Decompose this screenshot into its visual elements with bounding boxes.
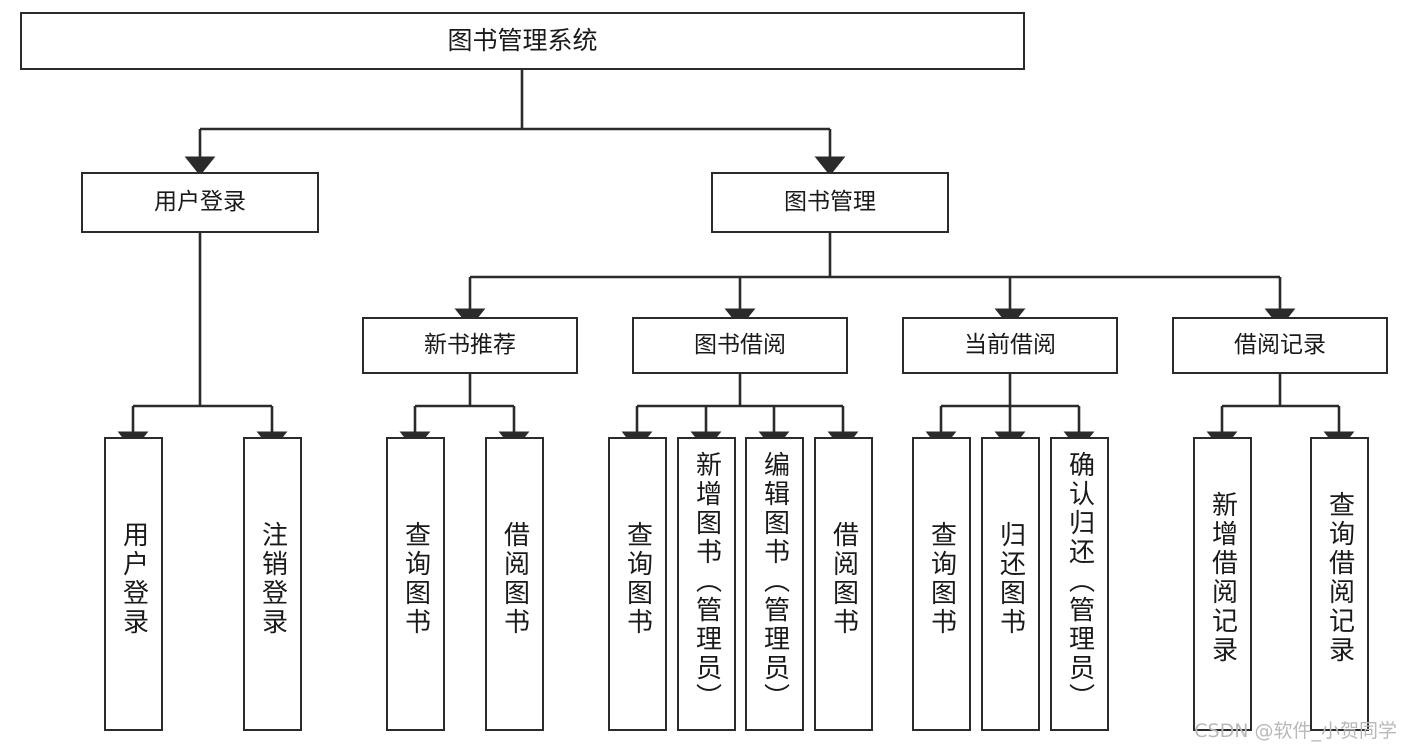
node-label: 查询图书	[622, 521, 653, 637]
node-label: 借阅图书	[499, 521, 530, 637]
leaf-query-book-recommend[interactable]: 查询图书	[386, 437, 445, 731]
leaf-user-login[interactable]: 用户登录	[104, 437, 163, 731]
node-new-book-recommend[interactable]: 新书推荐	[362, 317, 578, 374]
leaf-add-book-admin[interactable]: 新增图书（管理员）	[677, 437, 736, 731]
node-book-borrow[interactable]: 图书借阅	[632, 317, 848, 374]
node-label: 用户登录	[154, 188, 246, 215]
node-label: 查询图书	[926, 521, 957, 637]
leaf-borrow-book-recommend[interactable]: 借阅图书	[485, 437, 544, 731]
node-label: 确认归还（管理员）	[1064, 451, 1095, 712]
node-label: 用户登录	[118, 521, 149, 637]
node-label: 新增借阅记录	[1207, 491, 1238, 665]
leaf-add-borrow-record[interactable]: 新增借阅记录	[1193, 437, 1252, 731]
node-label: 图书管理系统	[447, 26, 598, 56]
leaf-return-book[interactable]: 归还图书	[981, 437, 1040, 731]
node-label: 查询图书	[400, 521, 431, 637]
node-label: 新书推荐	[424, 331, 516, 358]
leaf-query-book-borrow[interactable]: 查询图书	[608, 437, 667, 731]
node-label: 编辑图书（管理员）	[759, 451, 790, 712]
leaf-query-book-current[interactable]: 查询图书	[912, 437, 971, 731]
node-borrow-record[interactable]: 借阅记录	[1172, 317, 1388, 374]
leaf-confirm-return-admin[interactable]: 确认归还（管理员）	[1050, 437, 1109, 731]
node-label: 借阅记录	[1234, 331, 1326, 358]
node-label: 图书管理	[784, 188, 876, 215]
node-label: 当前借阅	[964, 331, 1056, 358]
node-user-login[interactable]: 用户登录	[81, 172, 319, 233]
node-label: 借阅图书	[828, 521, 859, 637]
node-label: 新增图书（管理员）	[691, 451, 722, 712]
leaf-borrow-book[interactable]: 借阅图书	[814, 437, 873, 731]
node-root-book-management-system[interactable]: 图书管理系统	[20, 12, 1025, 70]
node-current-borrow[interactable]: 当前借阅	[902, 317, 1118, 374]
node-book-management[interactable]: 图书管理	[711, 172, 949, 233]
watermark-text: CSDN @软件_小贺同学	[1194, 720, 1397, 742]
node-label: 注销登录	[257, 521, 288, 637]
node-label: 归还图书	[995, 521, 1026, 637]
leaf-query-borrow-record[interactable]: 查询借阅记录	[1310, 437, 1369, 731]
node-label: 查询借阅记录	[1324, 491, 1355, 665]
leaf-edit-book-admin[interactable]: 编辑图书（管理员）	[745, 437, 804, 731]
node-label: 图书借阅	[694, 331, 786, 358]
leaf-logout-login[interactable]: 注销登录	[243, 437, 302, 731]
